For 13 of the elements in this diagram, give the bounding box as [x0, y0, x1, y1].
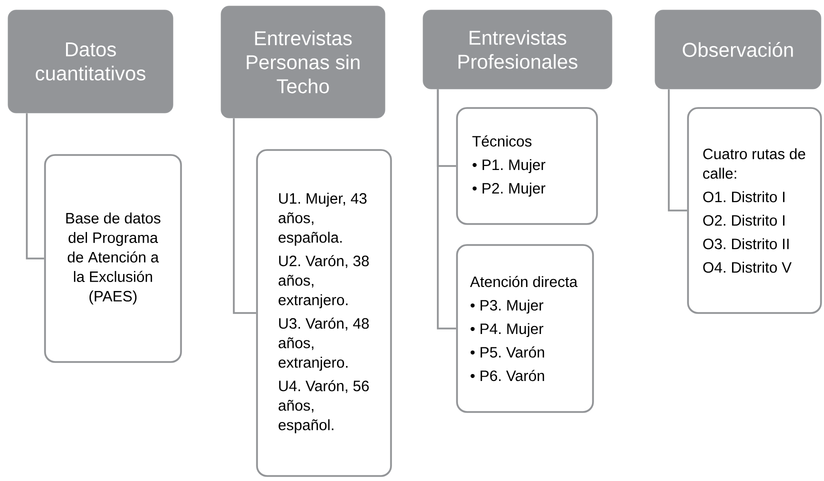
- list-box: Cuatro rutas de calle: O1. Distrito I O2. Distrito I O3. Distrito II O4. Distrito V: [687, 107, 822, 314]
- header-box: Datos cuantitativos: [8, 10, 174, 114]
- connector-line: [232, 118, 256, 314]
- connector-line: [436, 89, 456, 330]
- list-box: Técnicos • P1. Mujer • P2. Mujer: [456, 107, 598, 225]
- connector-line: [26, 113, 44, 260]
- list-box: Atención directa • P3. Mujer • P4. Mujer • P5. Varón • P6. Varón: [456, 244, 594, 413]
- list-box: U1. Mujer, 43 años, española. U2. Varón, 38 años, extranjero. U3. Varón, 48 años, extranjero. U4. Varón, 56 años, español.: [256, 149, 392, 477]
- header-box: Entrevistas Profesionales: [422, 10, 612, 90]
- header-box: Entrevistas Personas sin Techo: [220, 6, 386, 118]
- connector-line: [668, 89, 688, 212]
- text-box: Base de datos del Programa de Atención a la Exclusión (PAES): [44, 154, 182, 363]
- header-box: Observación: [654, 10, 822, 90]
